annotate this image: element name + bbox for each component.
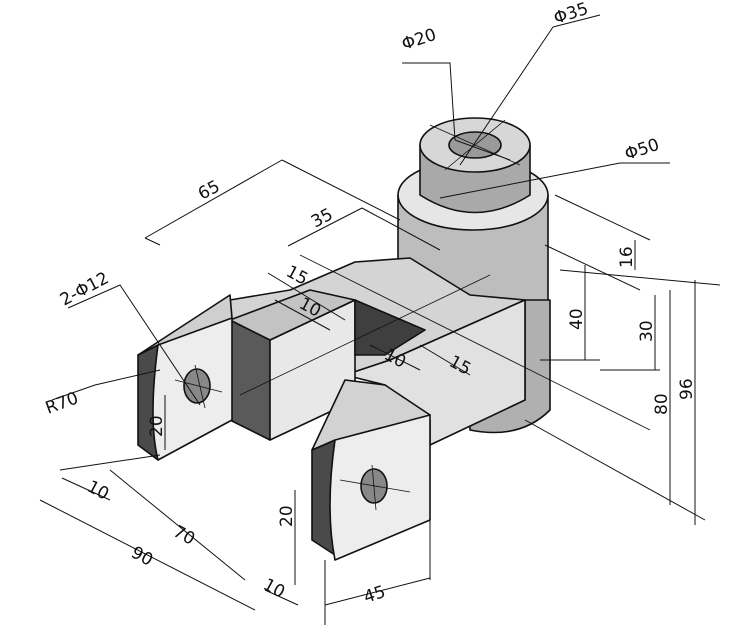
- label-20a: 20: [147, 415, 167, 437]
- label-20b: 20: [277, 505, 297, 527]
- label-40: 40: [567, 308, 587, 330]
- label-hole: 2-Φ12: [57, 268, 112, 310]
- label-30: 30: [637, 320, 657, 342]
- label-80: 80: [652, 393, 672, 415]
- rear-block-left: [229, 319, 271, 441]
- label-d35: Φ35: [551, 0, 590, 29]
- label-16: 16: [617, 246, 637, 268]
- label-96: 96: [677, 378, 697, 400]
- left-ear-top: [137, 294, 233, 356]
- dimension-lines: [39, 14, 721, 625]
- right-ear-top: [311, 379, 431, 451]
- label-35: 35: [308, 205, 336, 233]
- label-10c: 10: [84, 477, 112, 505]
- part-body: [137, 117, 551, 561]
- label-r70: R70: [43, 388, 81, 418]
- cylinder-lower-side: [469, 299, 551, 434]
- label-70: 70: [170, 522, 198, 550]
- label-d50: Φ50: [622, 135, 661, 165]
- label-45: 45: [361, 582, 388, 608]
- label-d20: Φ20: [399, 25, 438, 55]
- label-65: 65: [195, 177, 223, 205]
- slot-interior: [354, 299, 426, 356]
